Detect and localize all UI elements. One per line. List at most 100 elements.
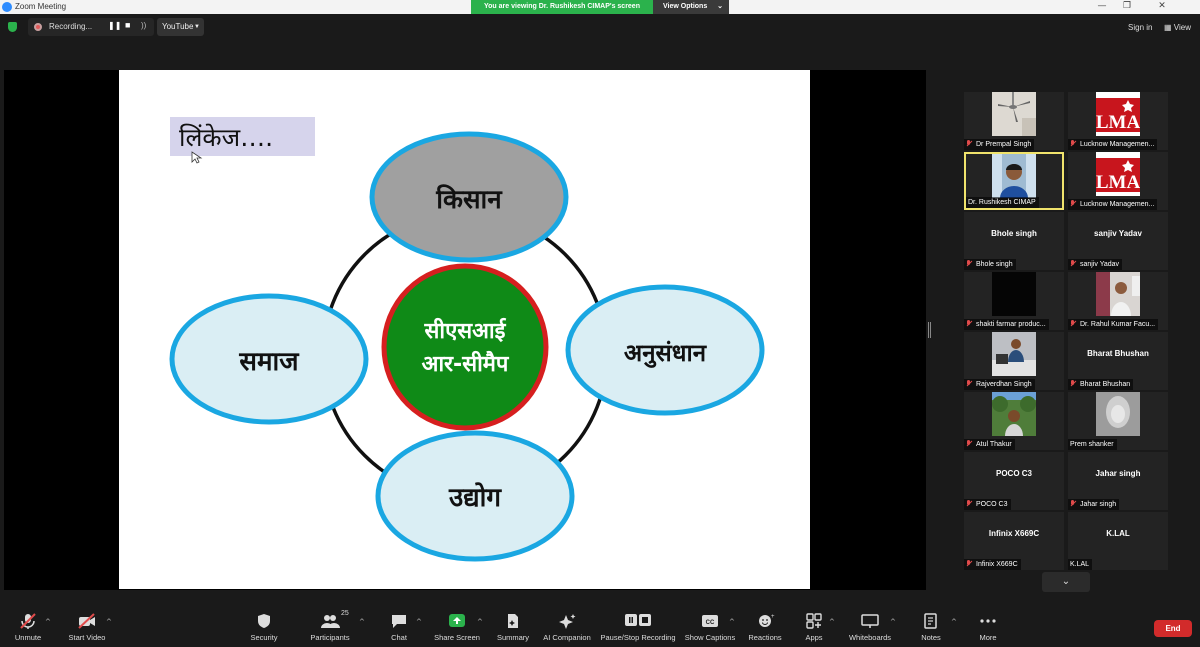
- microphone-muted-icon: [1070, 320, 1076, 327]
- view-button[interactable]: ▦ View: [1164, 23, 1191, 32]
- participant-name-label: Bhole singh: [964, 259, 1016, 270]
- more-ellipsis-icon: [980, 619, 996, 623]
- participant-video: [992, 92, 1036, 136]
- participant-tile[interactable]: Dr. Rushikesh CIMAP: [964, 152, 1064, 210]
- participant-name: Prem shanker: [1070, 441, 1114, 448]
- lma-logo-text: LMA: [1096, 112, 1140, 133]
- participant-name: Dr Prempal Singh: [976, 141, 1032, 148]
- microphone-muted-icon: [20, 613, 36, 629]
- summary-button[interactable]: Summary: [494, 607, 532, 647]
- chat-label: Chat: [391, 633, 407, 642]
- participant-tile[interactable]: Infinix X669C Infinix X669C: [964, 512, 1064, 570]
- stop-recording-icon[interactable]: ■: [125, 20, 131, 30]
- participants-count: 25: [341, 610, 349, 617]
- participant-name: Bhole singh: [976, 261, 1013, 268]
- shared-screen: लिंकेज…. किसान समाज अनुसंधान उद्योग सीएस…: [4, 70, 926, 590]
- slide-title: लिंकेज….: [179, 123, 273, 152]
- show-captions-button[interactable]: CC Show Captions: [684, 607, 736, 647]
- microphone-muted-icon: [966, 260, 972, 267]
- apps-grid-icon: [806, 613, 822, 629]
- chat-options-caret-icon[interactable]: ^: [416, 618, 422, 626]
- whiteboards-button[interactable]: Whiteboards: [844, 607, 896, 647]
- participant-tile[interactable]: Rajverdhan Singh: [964, 332, 1064, 390]
- participants-label: Participants: [310, 633, 350, 642]
- chevron-down-icon: ⌄: [717, 3, 723, 10]
- participant-name: K.LAL: [1070, 561, 1090, 568]
- whiteboards-label: Whiteboards: [848, 633, 892, 642]
- sign-in-link[interactable]: Sign in: [1128, 23, 1153, 32]
- panel-splitter-handle[interactable]: [928, 322, 931, 338]
- participant-tile[interactable]: Atul Thakur: [964, 392, 1064, 450]
- gallery-next-page-button[interactable]: ⌄: [1042, 572, 1090, 592]
- participant-tile[interactable]: LMA Lucknow Managemen...: [1068, 92, 1168, 150]
- pause-recording-icon[interactable]: ❚❚: [108, 21, 122, 30]
- participant-name: Dr. Rahul Kumar Facu...: [1080, 321, 1156, 328]
- participant-name: Jahar singh: [1080, 501, 1117, 508]
- microphone-muted-icon: [1070, 380, 1076, 387]
- notes-options-caret-icon[interactable]: ^: [951, 618, 957, 626]
- participant-name: Lucknow Managemen...: [1080, 141, 1155, 148]
- chat-button[interactable]: Chat: [382, 607, 416, 647]
- more-button[interactable]: More: [972, 607, 1004, 647]
- recording-dot-icon: [34, 23, 42, 31]
- pause-stop-recording-button[interactable]: Pause/Stop Recording: [600, 607, 676, 647]
- start-video-label: Start Video: [68, 633, 106, 642]
- pause-stop-recording-label: Pause/Stop Recording: [600, 633, 676, 642]
- captions-options-caret-icon[interactable]: ^: [729, 618, 735, 626]
- show-captions-label: Show Captions: [684, 633, 736, 642]
- close-icon[interactable]: ✕: [1158, 1, 1166, 11]
- participant-name-label: Lucknow Managemen...: [1068, 199, 1158, 210]
- participant-tile[interactable]: Dr. Rahul Kumar Facu...: [1068, 272, 1168, 330]
- apps-options-caret-icon[interactable]: ^: [829, 618, 835, 626]
- encryption-shield-icon[interactable]: [8, 22, 17, 32]
- participant-tile[interactable]: shakti farmar produc...: [964, 272, 1064, 330]
- participants-options-caret-icon[interactable]: ^: [359, 618, 365, 626]
- summary-document-icon: [508, 614, 518, 628]
- security-button[interactable]: Security: [244, 607, 284, 647]
- unmute-button[interactable]: Unmute: [8, 607, 48, 647]
- apps-button[interactable]: Apps: [800, 607, 828, 647]
- microphone-muted-icon: [966, 560, 972, 567]
- participant-display-name: sanjiv Yadav: [1094, 229, 1142, 238]
- end-meeting-button[interactable]: End: [1154, 620, 1192, 637]
- live-stream-icon[interactable]: )): [141, 21, 147, 30]
- whiteboards-options-caret-icon[interactable]: ^: [890, 618, 896, 626]
- participant-name: POCO C3: [976, 501, 1008, 508]
- share-screen-button[interactable]: Share Screen: [432, 607, 482, 647]
- video-options-caret-icon[interactable]: ^: [106, 618, 112, 626]
- ai-companion-button[interactable]: AI Companion: [540, 607, 594, 647]
- minimize-icon[interactable]: —: [1097, 1, 1107, 11]
- reactions-button[interactable]: + Reactions: [746, 607, 784, 647]
- participant-tile[interactable]: Prem shanker: [1068, 392, 1168, 450]
- live-stream-target-dropdown[interactable]: YouTube ▼: [157, 18, 204, 36]
- participants-button[interactable]: Participants: [306, 607, 354, 647]
- participant-display-name: Infinix X669C: [988, 529, 1040, 538]
- audio-options-caret-icon[interactable]: ^: [45, 618, 51, 626]
- pause-stop-icon: [625, 614, 651, 626]
- participant-tile[interactable]: Dr Prempal Singh: [964, 92, 1064, 150]
- ai-sparkle-icon: [559, 614, 576, 629]
- share-options-caret-icon[interactable]: ^: [477, 618, 483, 626]
- participant-video: [992, 392, 1036, 436]
- participant-name-label: Jahar singh: [1068, 499, 1120, 510]
- participant-name-label: Infinix X669C: [964, 559, 1021, 570]
- participant-video: [1096, 392, 1140, 436]
- dropdown-arrow-icon: ▼: [194, 24, 200, 30]
- participant-display-name: Bharat Bhushan: [1087, 349, 1149, 358]
- view-options-button[interactable]: View Options ⌄: [653, 0, 729, 14]
- share-screen-arrow-icon: [449, 614, 465, 627]
- node-society-ellipse: [169, 293, 369, 425]
- start-video-button[interactable]: Start Video: [62, 607, 112, 647]
- restore-icon[interactable]: ❐: [1122, 1, 1132, 11]
- participant-video: [992, 154, 1036, 198]
- notes-button[interactable]: Notes: [914, 607, 948, 647]
- microphone-muted-icon: [1070, 260, 1076, 267]
- view-label: View: [1173, 23, 1191, 32]
